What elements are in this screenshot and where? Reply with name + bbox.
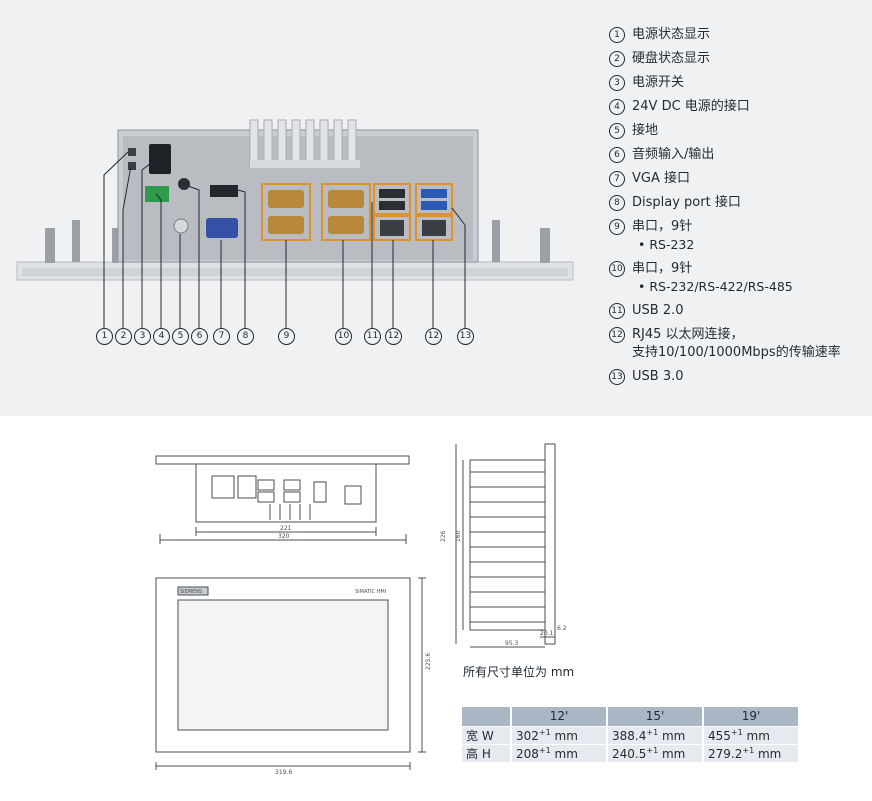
table-cell: 279.2+1 mm — [703, 743, 800, 762]
table-cell: 302+1 mm — [511, 725, 608, 744]
table-cell: 388.4+1 mm — [607, 725, 704, 744]
table-cell: 高 H — [462, 743, 512, 762]
callout-1: 1 — [96, 328, 113, 345]
table-cell: 208+1 mm — [511, 743, 608, 762]
dim-side-outer: 226 — [440, 530, 447, 542]
callout-8: 8 — [237, 328, 254, 345]
callout-3: 3 — [134, 328, 151, 345]
callout-row: 1 2 3 4 5 6 7 8 9 10 11 12 12 13 — [0, 328, 600, 348]
rear-view-photo — [16, 119, 574, 328]
table-row: 高 H 208+1 mm 240.5+1 mm 279.2+1 mm — [462, 743, 800, 762]
table-cell: 240.5+1 mm — [607, 743, 704, 762]
table-row: 宽 W 302+1 mm 388.4+1 mm 455+1 mm — [462, 725, 800, 744]
callout-13: 13 — [457, 328, 474, 345]
callout-2: 2 — [115, 328, 132, 345]
callout-12b: 12 — [425, 328, 442, 345]
table-header-cell: 19' — [703, 707, 800, 726]
callout-10: 10 — [335, 328, 352, 345]
callout-5: 5 — [172, 328, 189, 345]
table-cell: 455+1 mm — [703, 725, 800, 744]
dim-front-height: 225.6 — [425, 653, 432, 670]
callout-6: 6 — [191, 328, 208, 345]
callout-12: 12 — [385, 328, 402, 345]
callout-9: 9 — [278, 328, 295, 345]
dimensions-table: 12' 15' 19' 宽 W 302+1 mm 388.4+1 mm 455+… — [462, 707, 800, 762]
brand-right: SIMATIC HMI — [355, 589, 386, 595]
table-header-cell — [462, 707, 512, 726]
technical-drawing: 221 320 226 160 95.3 20.1 6.2 225.6 319.… — [155, 443, 567, 776]
units-note: 所有尺寸单位为 mm — [463, 665, 575, 679]
callout-4: 4 — [153, 328, 170, 345]
dim-side-thick: 6.2 — [557, 625, 567, 632]
dim-front-width: 319.6 — [275, 769, 292, 776]
table-header-row: 12' 15' 19' — [462, 707, 800, 726]
callout-11: 11 — [364, 328, 381, 345]
table-header-cell: 12' — [511, 707, 608, 726]
dim-rear-width: 221 — [280, 525, 292, 532]
callout-7: 7 — [213, 328, 230, 345]
dim-rear-total: 320 — [278, 533, 290, 540]
table-header-cell: 15' — [607, 707, 704, 726]
dim-side-inner: 160 — [455, 530, 462, 542]
dim-side-depth: 95.3 — [505, 640, 519, 647]
table-cell: 宽 W — [462, 725, 512, 744]
dim-side-bezel: 20.1 — [540, 630, 554, 637]
brand-left: SIEMENS — [180, 589, 202, 595]
